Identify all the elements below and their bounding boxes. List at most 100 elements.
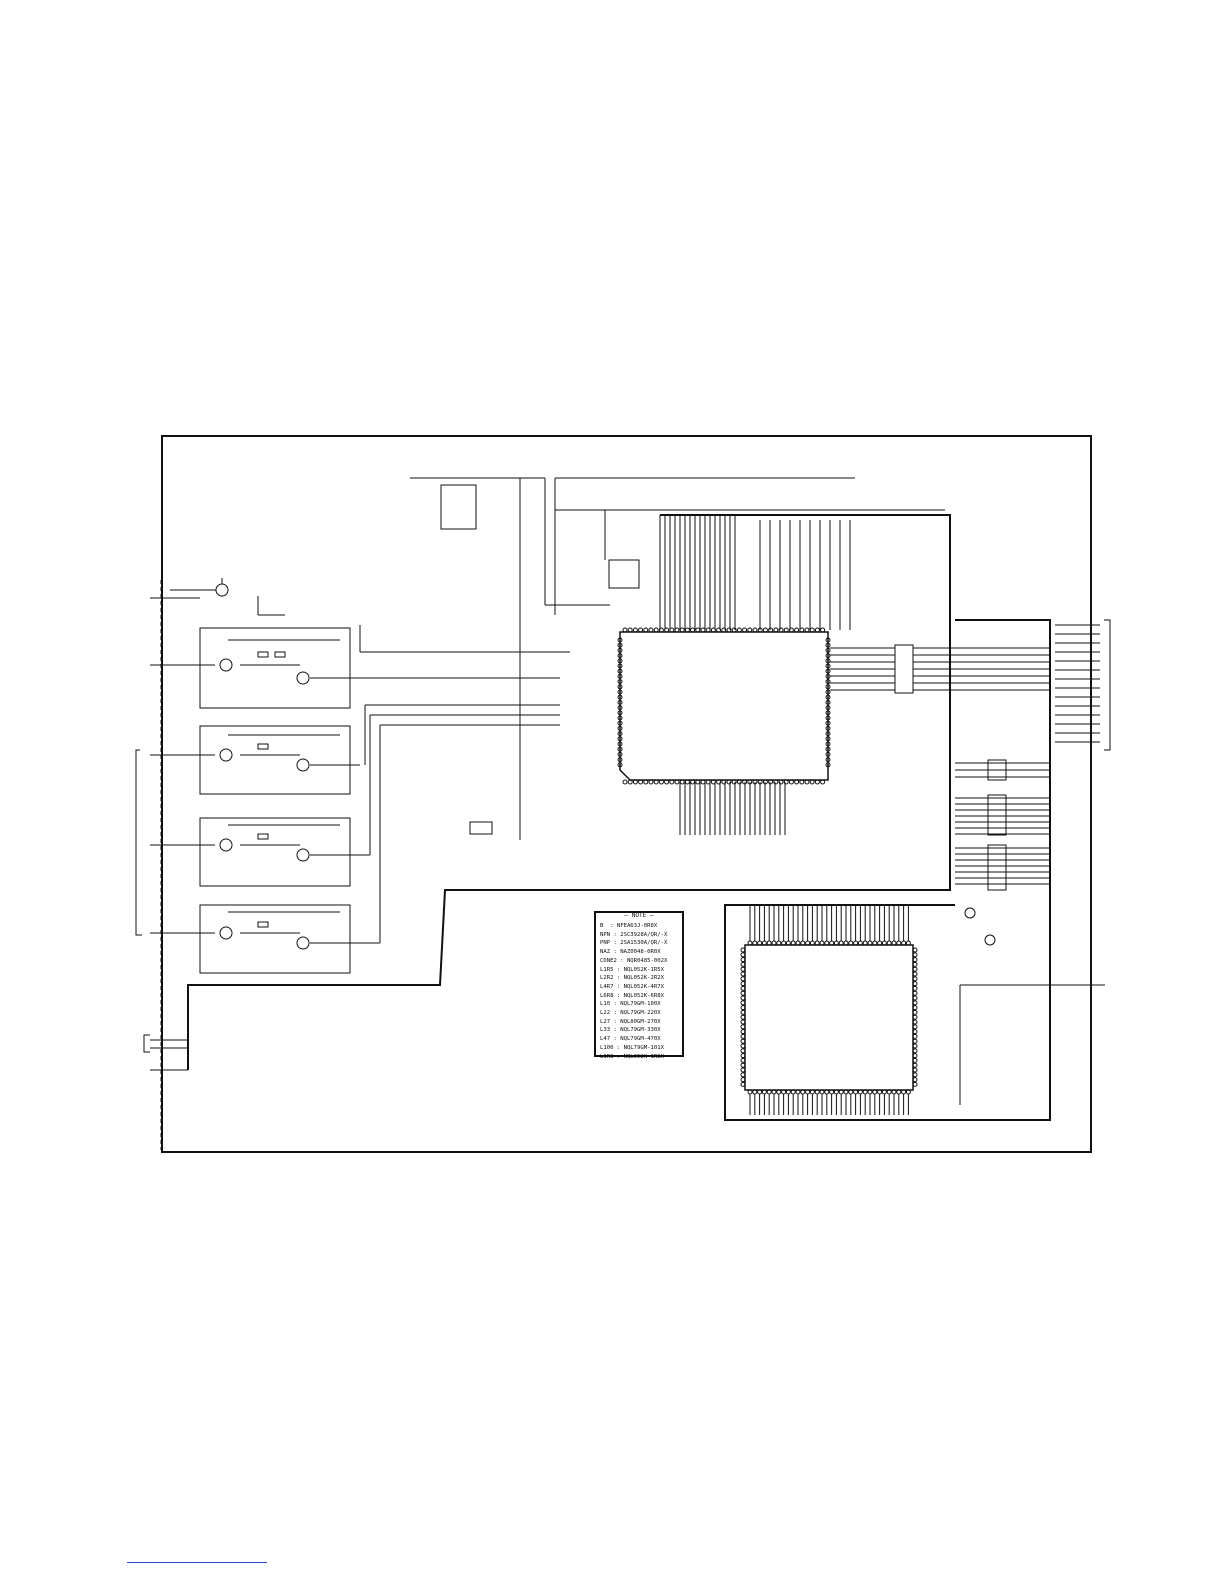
note-line: L27 : NQL80GM-270X <box>600 1018 661 1025</box>
ic-pin <box>912 1029 918 1035</box>
ic-pin <box>768 627 774 633</box>
ic-pin <box>814 627 820 633</box>
signal-lines <box>359 625 570 943</box>
ic-pin <box>825 684 831 690</box>
right-bus <box>724 619 1051 1121</box>
left-inputs <box>135 597 215 1071</box>
ic-pin <box>742 627 748 633</box>
ic-pin <box>740 1043 746 1049</box>
ic-pin <box>825 647 831 653</box>
ic-pin <box>768 779 774 785</box>
ic-pin <box>658 779 664 785</box>
ic-pin <box>825 653 831 659</box>
ic-pin <box>617 699 623 705</box>
ic-pin <box>726 779 732 785</box>
ic-pin <box>632 627 638 633</box>
ic-pin <box>912 952 918 958</box>
note-line: NAZ : NAZ0048-0R0X <box>600 949 661 956</box>
ic-pin <box>825 741 831 747</box>
ic-pin <box>740 985 746 991</box>
ic-pin <box>617 637 623 643</box>
ic-pin <box>740 1057 746 1063</box>
ic-pin <box>617 731 623 737</box>
ic-pin <box>648 779 654 785</box>
ic-pin <box>731 627 737 633</box>
ic-pin <box>617 762 623 768</box>
ic-pin <box>731 779 737 785</box>
ic-pin <box>740 1005 746 1011</box>
main-ic <box>617 627 831 785</box>
ic-pin <box>773 627 779 633</box>
ic-pin <box>617 705 623 711</box>
ic-pin <box>740 966 746 972</box>
note-line: L1R5 : NQL052K-1R5X <box>600 966 664 973</box>
ic-pin <box>617 658 623 664</box>
ic-pin <box>617 689 623 695</box>
ic-pin <box>674 779 680 785</box>
ic-pin <box>912 1009 918 1015</box>
note-line: L33 : NQL79GM-330X <box>600 1027 661 1034</box>
ic-pin <box>912 981 918 987</box>
ic-pin <box>912 1057 918 1063</box>
ic-pin <box>617 647 623 653</box>
ic-pin <box>740 961 746 967</box>
ic-pin <box>773 779 779 785</box>
ic-pin <box>794 627 800 633</box>
ic-pin <box>740 1081 746 1087</box>
tuner-module <box>410 477 855 840</box>
ic-pin <box>804 627 810 633</box>
ic-pin <box>622 627 628 633</box>
resistor-array-3 <box>987 794 1007 836</box>
note-line: L47 : NQL79GM-470X <box>600 1036 661 1043</box>
transistor-top-left <box>170 578 285 616</box>
ic-pin <box>912 1048 918 1054</box>
ic-pin <box>617 746 623 752</box>
ic-pin <box>627 627 633 633</box>
ic-pin <box>825 658 831 664</box>
ic-pin <box>912 990 918 996</box>
ic-pin <box>740 971 746 977</box>
ic-pin <box>740 1019 746 1025</box>
ic-pin <box>762 627 768 633</box>
ic-pin <box>912 1081 918 1087</box>
ic-pin <box>622 779 628 785</box>
ic-pin <box>617 715 623 721</box>
ic-pin <box>617 741 623 747</box>
note-line: NPN : 2SC3928A/QR/-X <box>600 931 668 938</box>
ic-pin <box>740 1014 746 1020</box>
ic-pin <box>736 779 742 785</box>
ic-pin <box>825 715 831 721</box>
note-line: B : NFEA63J-0R0X <box>600 923 658 929</box>
ic-pin <box>912 985 918 991</box>
ic-pin <box>617 757 623 763</box>
ic-pin <box>740 1062 746 1068</box>
ic-pin <box>809 779 815 785</box>
resistor-array-4 <box>987 844 1007 891</box>
ic-pin <box>912 1005 918 1011</box>
ic-pin <box>794 779 800 785</box>
ic-pin <box>912 1038 918 1044</box>
ic-pin <box>617 642 623 648</box>
ic-pin <box>617 684 623 690</box>
ic-pin <box>669 779 675 785</box>
amp-stage-1 <box>199 627 420 709</box>
ic-pin <box>825 762 831 768</box>
ic-pin <box>912 1072 918 1078</box>
footer-link-underline[interactable] <box>127 1562 267 1563</box>
ic-pin <box>736 627 742 633</box>
ic-pin <box>740 995 746 1001</box>
ic-pin <box>638 779 644 785</box>
small-rc-network <box>469 821 493 835</box>
resistor-array-1 <box>894 644 914 694</box>
ic-pin <box>716 627 722 633</box>
ic-pin <box>658 627 664 633</box>
ic-pin <box>912 957 918 963</box>
ic-pin <box>632 779 638 785</box>
ic-pin <box>721 779 727 785</box>
ic-pin <box>740 976 746 982</box>
ic-pin <box>912 961 918 967</box>
ic-pin <box>740 1072 746 1078</box>
controller-ic <box>740 905 918 1115</box>
ic-pin <box>788 779 794 785</box>
